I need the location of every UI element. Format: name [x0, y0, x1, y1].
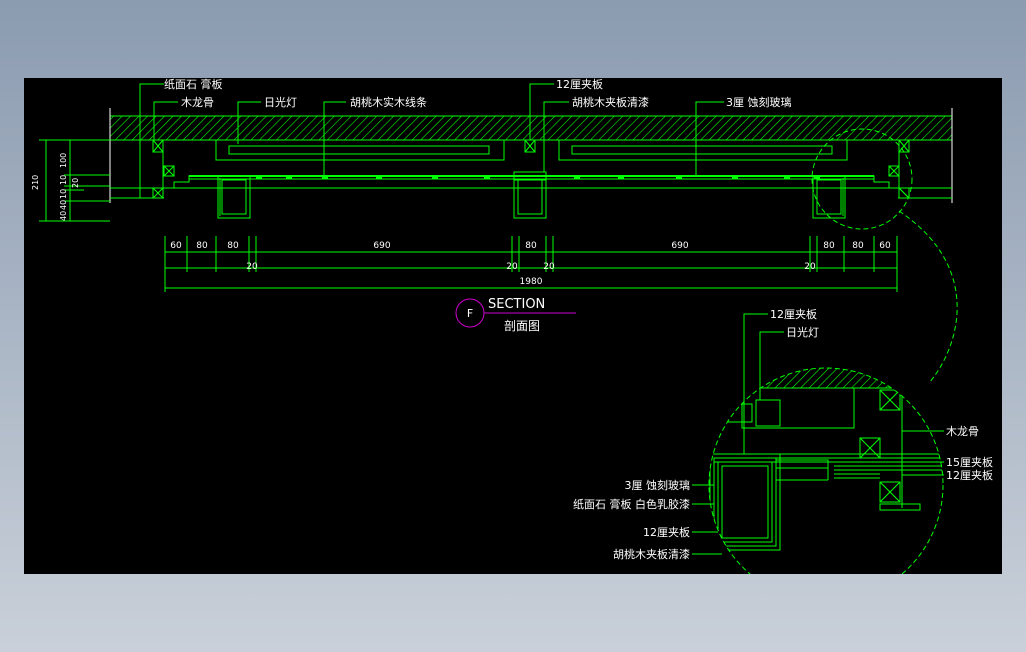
- dim-210: 210: [31, 175, 40, 190]
- detail-label-etched-glass: 3厘 蚀刻玻璃: [625, 478, 691, 492]
- label-wood-keel: 木龙骨: [181, 96, 214, 109]
- dim-row1-f: 690: [671, 241, 688, 251]
- section-subtitle: 剖面图: [504, 319, 540, 333]
- main-section: [109, 108, 953, 219]
- dim-row2-b: 20: [506, 262, 518, 272]
- cad-drawing-canvas: 纸面石 膏板 木龙骨 日光灯 胡桃木实木线条 12厘夹板 胡桃木夹板清漆 3厘 …: [24, 77, 1002, 603]
- dim-row1-h: 80: [852, 241, 864, 251]
- detail-label-ply12-right: 12厘夹板: [946, 468, 993, 482]
- section-marker-letter: F: [467, 307, 473, 320]
- detail-label-wood-keel: 木龙骨: [946, 425, 979, 438]
- label-walnut-strip: 胡桃木实木线条: [350, 95, 427, 109]
- section-marker: F SECTION 剖面图: [455, 297, 576, 333]
- beam-right: [812, 175, 846, 219]
- label-walnut-ply: 胡桃木夹板清漆: [572, 95, 649, 109]
- dim-40b: 40: [59, 211, 68, 221]
- dim-row1-a: 60: [170, 241, 182, 251]
- beam-left: [217, 175, 251, 219]
- detail-callout-circle: [811, 128, 913, 230]
- main-leaders: [139, 83, 724, 198]
- dim-10a: 10: [59, 175, 68, 185]
- detail-label-ply12-bottom: 12厘夹板: [643, 525, 690, 539]
- dim-row1-g: 80: [823, 241, 835, 251]
- dim-row1-i: 60: [879, 241, 891, 251]
- label-etched-glass: 3厘 蚀刻玻璃: [726, 95, 792, 109]
- horizontal-dimensions: [164, 236, 898, 292]
- dim-row2-d: 20: [804, 262, 816, 272]
- dim-10b: 10: [59, 189, 68, 199]
- detail-label-ply15: 15厘夹板: [946, 455, 993, 469]
- dim-20: 20: [71, 178, 80, 188]
- slab-hatch: [110, 116, 952, 140]
- section-drawing: 纸面石 膏板 木龙骨 日光灯 胡桃木实木线条 12厘夹板 胡桃木夹板清漆 3厘 …: [31, 77, 993, 603]
- dim-row1-c: 80: [227, 241, 239, 251]
- vertical-dimensions: [39, 139, 110, 222]
- section-title: SECTION: [488, 297, 545, 312]
- dim-row1-e: 80: [525, 241, 537, 251]
- dim-row2-c: 20: [543, 262, 555, 272]
- beam-middle: [513, 171, 547, 219]
- detail-label-fluorescent: 日光灯: [786, 325, 819, 339]
- dim-row1-d: 690: [373, 241, 390, 251]
- dim-100: 100: [59, 153, 68, 168]
- dim-total: 1980: [520, 277, 543, 287]
- dim-40: 40: [59, 200, 68, 210]
- detail-label-gypsum-paint: 纸面石 膏板 白色乳胶漆: [573, 497, 690, 511]
- detail-label-walnut-ply: 胡桃木夹板清漆: [613, 547, 690, 561]
- detail-enlargement: [708, 367, 944, 603]
- dim-row2-a: 20: [246, 262, 258, 272]
- label-gypsum: 纸面石 膏板: [164, 78, 223, 91]
- detail-label-ply12: 12厘夹板: [770, 307, 817, 321]
- label-ply12-top: 12厘夹板: [556, 78, 603, 91]
- detail-leaders: [692, 313, 944, 555]
- label-fluorescent: 日光灯: [264, 95, 297, 109]
- dim-row1-b: 80: [196, 241, 208, 251]
